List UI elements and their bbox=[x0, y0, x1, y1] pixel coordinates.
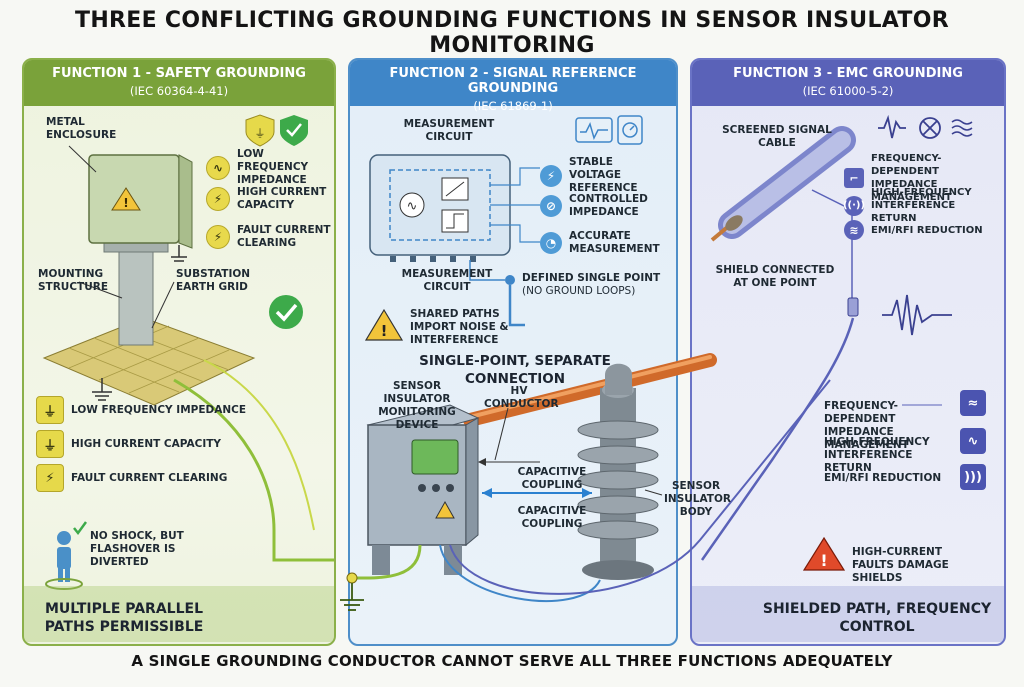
panel-safety-grounding: FUNCTION 1 - SAFETY GROUNDING (IEC 60364… bbox=[22, 58, 336, 646]
feature-high-frequency-return: ((·)) HIGH-FREQUENCY INTERFERENCE RETURN bbox=[843, 186, 1001, 225]
feature-label: EMI/RFI REDUCTION bbox=[871, 224, 983, 236]
panel-standard: (IEC 60364-4-41) bbox=[129, 84, 229, 98]
wave-icon: ((·)) bbox=[843, 195, 865, 216]
svg-text:!: ! bbox=[381, 322, 388, 340]
feature-label: ACCURATE MEASUREMENT bbox=[569, 230, 660, 255]
feature-controlled-impedance: ⊘ CONTROLLED IMPEDANCE bbox=[540, 193, 664, 219]
list-item-label: HIGH CURRENT CAPACITY bbox=[71, 437, 222, 450]
svg-text:!: ! bbox=[820, 551, 827, 570]
warning-faults-damage-shields: HIGH-CURRENT FAULTS DAMAGE SHIELDS bbox=[852, 546, 949, 584]
label-measurement-circuit-bottom: MEASUREMENT CIRCUIT bbox=[401, 268, 493, 293]
footer-conclusion: A SINGLE GROUNDING CONDUCTOR CANNOT SERV… bbox=[131, 652, 893, 670]
label-hv-conductor: HV CONDUCTOR bbox=[484, 385, 559, 410]
metal-enclosure bbox=[88, 154, 180, 244]
feature-stable-voltage-reference: ⚡ STABLE VOLTAGE REFERENCE bbox=[540, 156, 664, 195]
svg-text:⏚: ⏚ bbox=[255, 127, 266, 140]
feature-low-frequency-impedance: ∿ LOW FREQUENCY IMPEDANCE bbox=[206, 148, 332, 187]
panel-title: FUNCTION 1 - SAFETY GROUNDING bbox=[52, 66, 306, 81]
list-item-low-frequency-impedance: ⏚ LOW FREQUENCY IMPEDANCE bbox=[36, 396, 246, 424]
safety-illustration: ! ⏚ bbox=[42, 114, 334, 590]
feature-accurate-measurement: ◔ ACCURATE MEASUREMENT bbox=[540, 230, 664, 256]
bolt-icon: ⚡ bbox=[36, 464, 64, 492]
gauge-icon: ◔ bbox=[540, 232, 562, 254]
label-metal-enclosure: METAL ENCLOSURE bbox=[46, 116, 117, 141]
label-earth-grid: SUBSTATION EARTH GRID bbox=[176, 268, 251, 293]
list-label-high-frequency: HIGH-FREQUENCY INTERFERENCE RETURN bbox=[824, 436, 930, 474]
panel-header: FUNCTION 1 - SAFETY GROUNDING (IEC 60364… bbox=[24, 60, 334, 106]
panel-header: FUNCTION 3 - EMC GROUNDING (IEC 61000-5-… bbox=[692, 60, 1004, 106]
svg-text:!: ! bbox=[123, 196, 128, 210]
label-sensor-insulator-body: SENSOR INSULATOR BODY bbox=[664, 480, 731, 518]
list-item-fault-current-clearing: ⚡ FAULT CURRENT CLEARING bbox=[36, 464, 227, 492]
bolt-icon: ⚡ bbox=[206, 187, 230, 211]
feature-frequency-dependent: ⌐ FREQUENCY-DEPENDENT IMPEDANCE MANAGEME… bbox=[844, 152, 1001, 204]
label-shield-point: SHIELD CONNECTED AT ONE POINT bbox=[715, 264, 835, 289]
wave-icon: ∿ bbox=[960, 428, 986, 454]
freq-icon: ≈ bbox=[960, 390, 986, 416]
feature-label: LOW FREQUENCY IMPEDANCE bbox=[237, 148, 309, 186]
list-label-frequency-dependent: FREQUENCY-DEPENDENT IMPEDANCE MANAGEMENT bbox=[824, 400, 909, 451]
list-item-label: FAULT CURRENT CLEARING bbox=[71, 471, 228, 484]
bottom-caption: SHIELDED PATH, FREQUENCY CONTROL bbox=[762, 601, 992, 635]
feature-label: HIGH-FREQUENCY INTERFERENCE RETURN bbox=[871, 187, 972, 224]
bottom-caption: MULTIPLE PARALLEL PATHS PERMISSIBLE bbox=[44, 601, 204, 635]
emi-icon: ))) bbox=[960, 464, 986, 490]
label-measurement-circuit-top: MEASUREMENT CIRCUIT bbox=[403, 118, 495, 143]
warning-shared-paths: SHARED PATHS IMPORT NOISE & INTERFERENCE bbox=[410, 308, 509, 346]
feature-label: STABLE VOLTAGE REFERENCE bbox=[569, 156, 638, 194]
svg-text:∿: ∿ bbox=[407, 199, 418, 214]
panel-standard: (IEC 61000-5-2) bbox=[802, 84, 894, 98]
panel-header: FUNCTION 2 - SIGNAL REFERENCE GROUNDING … bbox=[350, 60, 676, 113]
feature-label: HIGH CURRENT CAPACITY bbox=[237, 186, 327, 211]
emi-icon: ≋ bbox=[844, 220, 864, 240]
feature-emi-rfi: ≋ EMI/RFI REDUCTION bbox=[844, 220, 1001, 240]
panel-title: FUNCTION 2 - SIGNAL REFERENCE GROUNDING bbox=[389, 66, 637, 96]
feature-label: CONTROLLED IMPEDANCE bbox=[569, 193, 648, 218]
label-screened-cable: SCREENED SIGNAL CABLE bbox=[722, 124, 832, 149]
person-note: NO SHOCK, BUT FLASHOVER IS DIVERTED bbox=[90, 530, 184, 568]
panel-emc-grounding: FUNCTION 3 - EMC GROUNDING (IEC 61000-5-… bbox=[690, 58, 1006, 646]
panel-standard: (IEC 61869-1) bbox=[473, 99, 553, 113]
ground-icon: ⏚ bbox=[36, 430, 64, 458]
feature-label: FAULT CURRENT CLEARING bbox=[237, 224, 331, 249]
panel-title: FUNCTION 3 - EMC GROUNDING bbox=[733, 66, 963, 81]
signal-illustration: ∿ ! bbox=[364, 115, 643, 341]
label-single-point: DEFINED SINGLE POINT bbox=[522, 272, 661, 284]
slash-icon: ⊘ bbox=[540, 195, 562, 217]
label-capacitive-coupling-1: CAPACITIVE COUPLING bbox=[517, 466, 587, 491]
panel-signal-reference-grounding: FUNCTION 2 - SIGNAL REFERENCE GROUNDING … bbox=[348, 58, 678, 646]
feature-fault-current-clearing: ⚡ FAULT CURRENT CLEARING bbox=[206, 224, 332, 250]
ground-icon: ⏚ bbox=[36, 396, 64, 424]
feature-label: FREQUENCY-DEPENDENT IMPEDANCE MANAGEMENT bbox=[871, 153, 952, 203]
label-capacitive-coupling-2: CAPACITIVE COUPLING bbox=[517, 505, 587, 530]
list-item-label: LOW FREQUENCY IMPEDANCE bbox=[71, 403, 247, 416]
bolt-icon: ⚡ bbox=[206, 225, 230, 249]
label-single-point-note: (NO GROUND LOOPS) bbox=[522, 285, 636, 297]
label-monitoring-device: SENSOR INSULATOR MONITORING DEVICE bbox=[378, 380, 456, 431]
list-label-emi-rfi: EMI/RFI REDUCTION bbox=[824, 472, 942, 484]
bottom-band bbox=[24, 586, 334, 642]
page-title: THREE CONFLICTING GROUNDING FUNCTIONS IN… bbox=[75, 8, 949, 58]
label-mounting-structure: MOUNTING STRUCTURE bbox=[38, 268, 108, 293]
feature-high-current-capacity: ⚡ HIGH CURRENT CAPACITY bbox=[206, 186, 332, 212]
bottom-band bbox=[692, 586, 1004, 642]
wave-icon: ∿ bbox=[206, 155, 230, 180]
bolt-icon: ⚡ bbox=[540, 164, 562, 187]
step-icon: ⌐ bbox=[844, 168, 864, 188]
list-item-high-current-capacity: ⏚ HIGH CURRENT CAPACITY bbox=[36, 430, 221, 458]
